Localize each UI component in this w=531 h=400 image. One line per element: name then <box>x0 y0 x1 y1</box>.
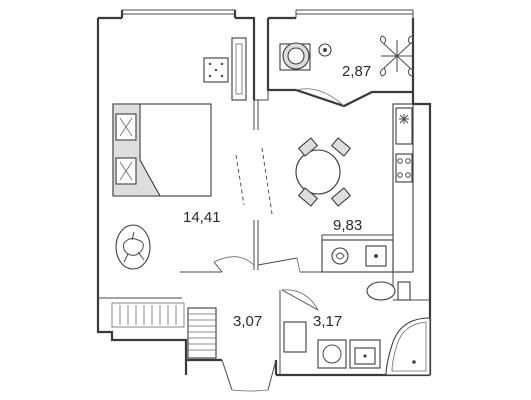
kitchen-furniture <box>295 103 414 273</box>
plant-icon <box>379 35 415 77</box>
hall-furniture <box>187 307 217 359</box>
bedroom-furniture <box>111 37 247 328</box>
area-label-hall: 3,07 <box>233 313 262 330</box>
stove <box>395 153 413 183</box>
area-label-loggia: 2,87 <box>342 63 371 80</box>
bath-cabinet <box>283 321 307 353</box>
shower-tray <box>385 317 431 376</box>
dining-table <box>295 149 341 195</box>
hob-pan <box>331 247 349 265</box>
toilet-bowl <box>366 281 396 301</box>
kitchen-counter <box>392 103 414 273</box>
hall-shoe-rack <box>187 307 217 359</box>
radiator-bedroom <box>111 302 185 328</box>
area-label-bathroom: 3,17 <box>313 313 342 330</box>
washing-machine <box>317 339 347 369</box>
wardrobe <box>231 37 247 101</box>
bathroom-fixtures <box>283 281 431 376</box>
rug <box>115 224 151 270</box>
fridge <box>395 107 413 145</box>
doors <box>213 88 345 392</box>
loggia-furniture <box>279 35 415 77</box>
toilet-tank <box>397 281 411 301</box>
area-labels: 14,41 2,87 9,83 3,07 3,17 <box>183 63 371 330</box>
area-label-bedroom: 14,41 <box>183 209 221 226</box>
area-label-kitchen: 9,83 <box>333 217 362 234</box>
